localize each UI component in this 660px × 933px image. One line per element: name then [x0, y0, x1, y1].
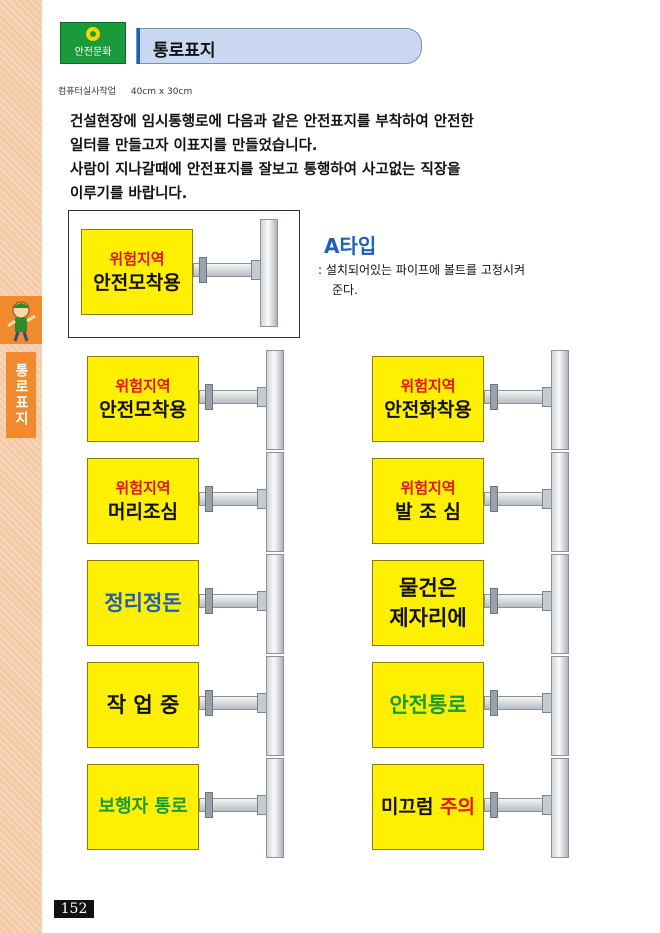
pipe-post — [551, 656, 569, 756]
sign-line1: 위험지역 — [109, 250, 165, 268]
sign-head: 위험지역 머리조심 — [87, 452, 292, 552]
sign-line1: 위험지역 — [115, 377, 171, 395]
sign-shoes: 위험지역 안전화착용 — [372, 350, 577, 450]
sign-board: 위험지역 안전모착용 — [81, 229, 193, 315]
intro-line: 일터를 만들고자 이표지를 만들었습니다. — [70, 138, 318, 154]
title-bar: 통로표지 — [136, 28, 422, 64]
featured-sign-frame: 위험지역 안전모착용 — [68, 210, 300, 338]
sign-board: 미끄럼 주의 — [372, 764, 484, 850]
sign-line1: 위험지역 — [400, 377, 456, 395]
sign-pedestrian: 보행자 통로 — [87, 758, 292, 858]
mount-clamp — [205, 486, 213, 512]
sign-helmet: 위험지역 안전모착용 — [87, 350, 292, 450]
sign-line2: 안전화착용 — [384, 399, 472, 421]
sign-board: 안전통로 — [372, 662, 484, 748]
logo-text: 안전문화 — [74, 47, 112, 58]
meta-info: 컴퓨터실사작업 40cm x 30cm — [58, 84, 192, 97]
featured-sign: 위험지역 안전모착용 — [81, 219, 286, 327]
sign-board: 물건은 제자리에 — [372, 560, 484, 646]
sign-line1: 위험지역 — [400, 479, 456, 497]
mount-clamp — [199, 257, 207, 283]
meta-size: 40cm x 30cm — [130, 87, 193, 97]
intro-text: 건설현장에 임시통행로에 다음과 같은 안전표지를 부착하여 안전한 일터를 만… — [70, 110, 610, 206]
mount-clamp — [490, 792, 498, 818]
logo-ring-icon — [86, 27, 100, 41]
mount-clamp — [205, 690, 213, 716]
mount-clamp — [205, 384, 213, 410]
mascot-icon — [0, 296, 42, 344]
type-desc-line2: 준다. — [332, 283, 358, 297]
pipe-post — [266, 554, 284, 654]
pipe-post — [266, 758, 284, 858]
sign-text: 정리정돈 — [104, 591, 182, 615]
sign-board: 보행자 통로 — [87, 764, 199, 850]
pipe-post — [551, 452, 569, 552]
mount-clamp — [490, 588, 498, 614]
page-title: 통로표지 — [153, 41, 216, 61]
sign-line1: 위험지역 — [115, 479, 171, 497]
pipe-post — [266, 656, 284, 756]
pipe-post — [260, 219, 278, 327]
sign-foot: 위험지역 발 조 심 — [372, 452, 577, 552]
type-desc-line1: : 설치되어있는 파이프에 볼트를 고정시켜 — [318, 263, 525, 277]
title-accent — [137, 28, 140, 64]
type-description: : 설치되어있는 파이프에 볼트를 고정시켜 준다. — [318, 260, 618, 300]
sign-tidy: 정리정돈 — [87, 554, 292, 654]
sign-working: 작 업 중 — [87, 656, 292, 756]
mount-clamp — [205, 588, 213, 614]
sign-board: 위험지역 안전화착용 — [372, 356, 484, 442]
meta-category: 컴퓨터실사작업 — [58, 87, 116, 97]
safety-culture-logo: 안전문화 — [60, 22, 126, 64]
sign-board: 위험지역 발 조 심 — [372, 458, 484, 544]
mount-clamp — [490, 486, 498, 512]
mount-clamp — [205, 792, 213, 818]
pipe-post — [551, 758, 569, 858]
mount-clamp — [490, 690, 498, 716]
pipe-post — [266, 350, 284, 450]
sign-text: 미끄럼 주의 — [381, 792, 475, 822]
sign-board: 위험지역 안전모착용 — [87, 356, 199, 442]
sign-text-b: 제자리에 — [389, 606, 467, 630]
sign-line2: 안전모착용 — [93, 272, 181, 294]
side-stripe — [0, 0, 42, 933]
sign-text-a: 미끄럼 — [380, 796, 441, 818]
sign-board: 위험지역 머리조심 — [87, 458, 199, 544]
intro-line: 건설현장에 임시통행로에 다음과 같은 안전표지를 부착하여 안전한 — [70, 114, 474, 130]
mount-clamp — [490, 384, 498, 410]
sign-text: 보행자 통로 — [98, 796, 188, 817]
sign-board: 정리정돈 — [87, 560, 199, 646]
intro-line: 이루기를 바랍니다. — [70, 186, 188, 202]
side-label: 통로표지 — [6, 352, 36, 438]
type-title: A타입 — [324, 234, 377, 258]
sign-text: 안전통로 — [389, 693, 467, 717]
page-number: 152 — [54, 900, 94, 918]
sign-safe-path: 안전통로 — [372, 656, 577, 756]
sign-slippery: 미끄럼 주의 — [372, 758, 577, 858]
sign-text: 작 업 중 — [106, 693, 180, 717]
sign-text-a: 물건은 — [399, 576, 457, 600]
intro-line: 사람이 지나갈때에 안전표지를 잘보고 통행하여 사고없는 직장을 — [70, 162, 461, 178]
pipe-post — [551, 350, 569, 450]
pipe-post — [551, 554, 569, 654]
sign-line2: 머리조심 — [108, 501, 178, 523]
sign-text-b: 주의 — [440, 796, 476, 818]
sign-line2: 발 조 심 — [395, 501, 461, 523]
pipe-post — [266, 452, 284, 552]
sign-board: 작 업 중 — [87, 662, 199, 748]
sign-line2: 안전모착용 — [99, 399, 187, 421]
sign-items: 물건은 제자리에 — [372, 554, 577, 654]
